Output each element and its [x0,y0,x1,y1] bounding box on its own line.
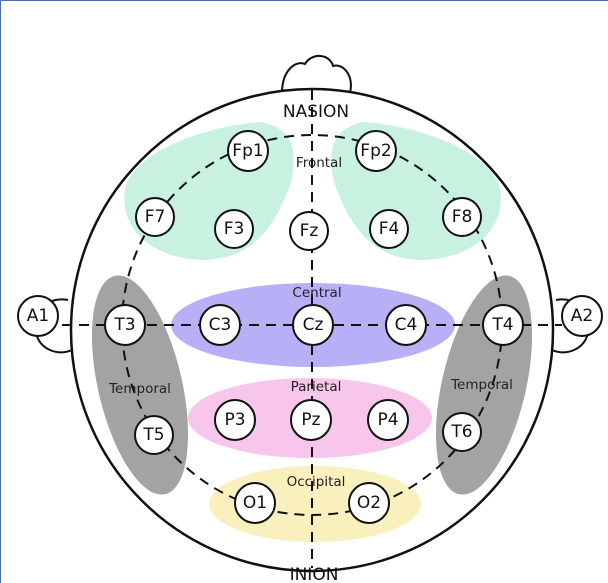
electrode-p4: P4 [367,399,409,441]
electrode-c3: C3 [199,304,241,346]
electrode-a1: A1 [17,295,59,337]
electrode-t6-label: T6 [450,422,472,442]
electrode-a1-label: A1 [27,306,49,326]
electrode-t3: T3 [104,304,146,346]
electrode-t5: T5 [134,415,174,455]
electrode-p3: P3 [214,399,256,441]
electrode-pz-label: Pz [301,410,320,430]
electrode-c4-label: C4 [395,315,418,335]
occipital-label: Occipital [287,474,346,490]
electrode-fp2-label: Fp2 [360,141,391,161]
electrode-f3: F3 [214,209,254,249]
temporal-right-label: Temporal [450,377,513,393]
electrode-f3-label: F3 [224,219,245,239]
electrode-a2: A2 [561,295,603,337]
electrode-f7-label: F7 [145,207,166,227]
electrode-t6: T6 [442,412,482,452]
electrode-t5-label: T5 [142,425,164,445]
electrode-f8-label: F8 [452,207,473,227]
electrode-cz: Cz [292,304,334,346]
electrode-t3-label: T3 [113,315,135,335]
electrode-c4: C4 [385,304,427,346]
electrode-f8: F8 [442,197,482,237]
frontal-label: Frontal [296,155,342,171]
electrode-f4: F4 [369,209,409,249]
temporal-left-label: Temporal [108,381,171,397]
electrode-fp1: Fp1 [227,130,269,172]
central-label: Central [292,285,341,301]
electrode-t4: T4 [482,304,524,346]
parietal-label: Parietal [291,379,342,395]
electrode-fz-label: Fz [300,221,319,241]
electrode-o2-label: O2 [357,493,381,513]
electrode-o1: O1 [234,482,276,524]
electrode-fp2: Fp2 [355,130,397,172]
electrode-fz: Fz [289,211,329,251]
electrode-pz: Pz [290,399,332,441]
inion-label: INION [290,565,339,583]
electrode-o2: O2 [348,482,390,524]
electrode-f4-label: F4 [379,219,400,239]
electrode-o1-label: O1 [243,493,267,513]
electrode-p3-label: P3 [224,410,245,430]
nasion-label: NASION [283,102,349,122]
electrode-cz-label: Cz [303,315,324,335]
electrode-p4-label: P4 [377,410,398,430]
electrode-f7: F7 [135,197,175,237]
electrode-fp1-label: Fp1 [232,141,263,161]
electrodes: Fp1 Fp2 F7 F3 Fz F4 F8 A1 [17,130,603,524]
nose-outline [281,55,352,94]
electrode-t4-label: T4 [491,315,513,335]
electrode-a2-label: A2 [571,306,593,326]
electrode-c3-label: C3 [209,315,232,335]
